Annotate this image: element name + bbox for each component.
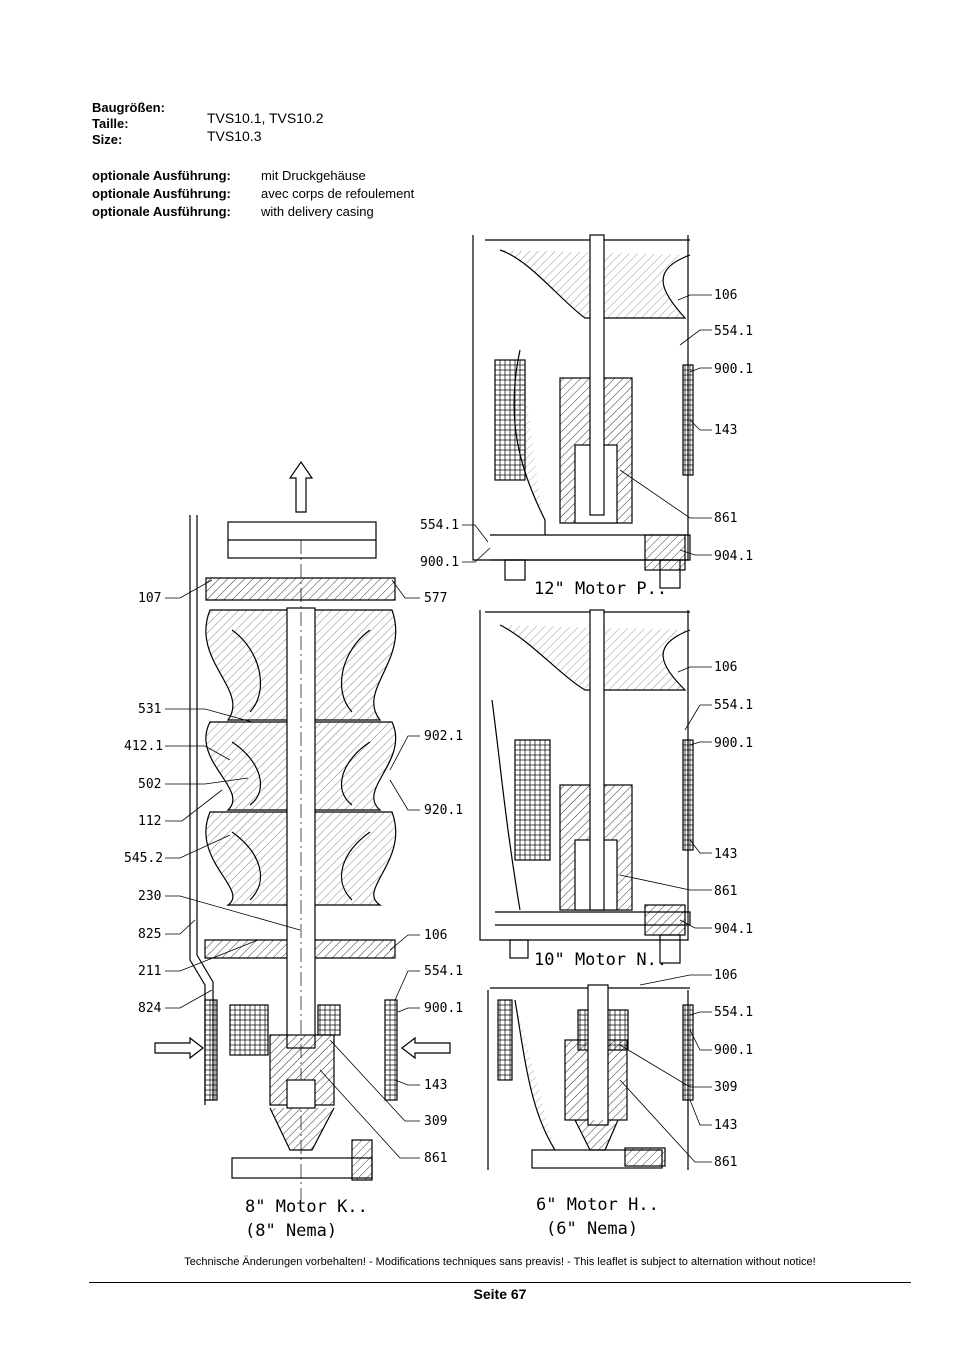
- mid-label-904-1: 904.1: [714, 922, 753, 937]
- option-row-fr: optionale Ausführung: avec corps de refou…: [92, 186, 414, 201]
- top-label-106: 106: [714, 288, 737, 303]
- label-106: 106: [424, 928, 447, 943]
- label-900-1: 900.1: [424, 1001, 463, 1016]
- label-211: 211: [138, 964, 161, 979]
- middle-labels: 106 554.1 900.1 143 861 904.1: [714, 660, 753, 937]
- option-row-de: optionale Ausführung: mit Druckgehäuse: [92, 168, 366, 183]
- size-values: TVS10.1, TVS10.2 TVS10.3: [207, 109, 323, 145]
- label-112: 112: [138, 814, 161, 829]
- option-label: optionale Ausführung:: [92, 204, 231, 219]
- bot-label-143: 143: [714, 1118, 737, 1133]
- mid-label-861: 861: [714, 884, 737, 899]
- option-value: with delivery casing: [261, 204, 374, 219]
- mid-label-554-1: 554.1: [714, 698, 753, 713]
- middle-caption: 10" Motor N..: [534, 950, 667, 970]
- label-920-1: 920.1: [424, 803, 463, 818]
- upper-flange: [205, 577, 396, 601]
- label-502: 502: [138, 777, 161, 792]
- option-value: avec corps de refoulement: [261, 186, 415, 201]
- top-caption: 12" Motor P..: [534, 579, 667, 599]
- option-label: optionale Ausführung:: [92, 168, 231, 183]
- size-value-2: TVS10.3: [207, 128, 262, 144]
- bot-label-309: 309: [714, 1080, 737, 1095]
- motor-base: [231, 1157, 373, 1179]
- size-label-fr: Taille:: [92, 116, 129, 131]
- main-caption-line1: 8" Motor K..: [245, 1197, 368, 1217]
- size-value-1: TVS10.1, TVS10.2: [207, 110, 324, 126]
- footer-divider: [89, 1282, 911, 1283]
- mid-label-143: 143: [714, 847, 737, 862]
- size-labels: Baugrößen: Taille: Size:: [92, 100, 165, 148]
- mid-label-900-1: 900.1: [714, 736, 753, 751]
- label-825: 825: [138, 927, 161, 942]
- label-230: 230: [138, 889, 161, 904]
- main-caption-line2: (8" Nema): [245, 1221, 337, 1241]
- label-531: 531: [138, 702, 161, 717]
- label-107: 107: [138, 591, 161, 606]
- option-row-en: optionale Ausführung: with delivery casin…: [92, 204, 374, 219]
- main-labels-left: 107 531 412.1 502 112 545.2 230 825 211 …: [124, 591, 163, 1016]
- mid-label-106: 106: [714, 660, 737, 675]
- inflow-arrow-right-icon: [401, 1036, 451, 1060]
- label-545-2: 545.2: [124, 851, 163, 866]
- label-143: 143: [424, 1078, 447, 1093]
- option-label: optionale Ausführung:: [92, 186, 231, 201]
- top-label-904-1: 904.1: [714, 549, 753, 564]
- bot-label-861: 861: [714, 1155, 737, 1170]
- flow-arrow-up-icon: [288, 460, 314, 513]
- size-label-en: Size:: [92, 132, 123, 147]
- top-label-left-554-1: 554.1: [420, 518, 459, 533]
- main-leaders: [165, 579, 420, 1159]
- main-assembly: [154, 460, 451, 1200]
- label-902-1: 902.1: [424, 729, 463, 744]
- top-assembly: [472, 234, 694, 589]
- label-309: 309: [424, 1114, 447, 1129]
- label-412-1: 412.1: [124, 739, 163, 754]
- page-number: Seite 67: [473, 1286, 527, 1302]
- top-label-554-1: 554.1: [714, 324, 753, 339]
- bottom-caption-line2: (6" Nema): [546, 1219, 638, 1239]
- inflow-arrow-left-icon: [154, 1036, 204, 1060]
- bottom-assembly: [487, 984, 694, 1170]
- strainer-left: [204, 999, 218, 1101]
- top-label-861: 861: [714, 511, 737, 526]
- option-value: mit Druckgehäuse: [261, 168, 366, 183]
- size-label-de: Baugrößen:: [92, 100, 165, 115]
- main-labels-right: 577 902.1 920.1 106 554.1 900.1 143 309 …: [424, 591, 463, 1166]
- bot-label-554-1: 554.1: [714, 1005, 753, 1020]
- strainer-right: [384, 999, 398, 1101]
- top-label-900-1: 900.1: [714, 362, 753, 377]
- middle-assembly: [479, 609, 694, 964]
- top-label-left-900-1: 900.1: [420, 555, 459, 570]
- top-label-143: 143: [714, 423, 737, 438]
- bottom-labels: 106 554.1 900.1 309 143 861: [714, 968, 753, 1170]
- disclaimer-note: Technische Änderungen vorbehalten! - Mod…: [184, 1256, 816, 1268]
- bot-label-900-1: 900.1: [714, 1043, 753, 1058]
- label-554-1: 554.1: [424, 964, 463, 979]
- label-861: 861: [424, 1151, 447, 1166]
- label-824: 824: [138, 1001, 162, 1016]
- bot-label-106: 106: [714, 968, 737, 983]
- top-labels: 106 554.1 900.1 143 861 904.1 554.1 900.…: [420, 288, 753, 570]
- label-577: 577: [424, 591, 447, 606]
- bottom-caption-line1: 6" Motor H..: [536, 1195, 659, 1215]
